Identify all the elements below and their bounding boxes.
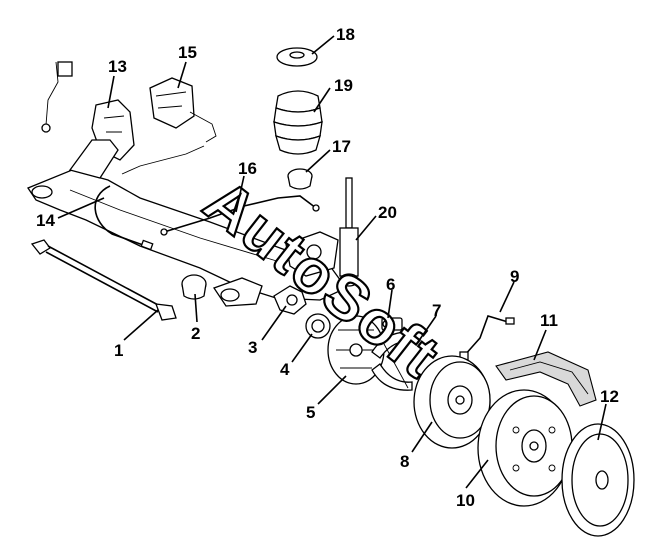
callout-5: 5 <box>306 403 315 422</box>
part-9-brake-hose <box>459 315 515 361</box>
callout-7: 7 <box>432 301 441 320</box>
part-20-shock-absorber <box>339 177 359 287</box>
callout-4: 4 <box>280 360 290 379</box>
callout-8: 8 <box>400 452 409 471</box>
part-8-brake-drum <box>413 355 491 449</box>
callout-12: 12 <box>600 387 619 406</box>
callout-15: 15 <box>178 43 197 62</box>
callout-labels: 1 2 3 4 5 6 7 8 9 10 11 12 13 14 15 16 1… <box>36 25 619 510</box>
callout-11: 11 <box>540 311 558 330</box>
part-4-bearing <box>305 313 331 339</box>
part-15-regulator <box>121 77 217 175</box>
callout-3: 3 <box>248 338 257 357</box>
callout-17: 17 <box>332 137 351 156</box>
part-2-bushing <box>181 274 207 300</box>
part-3-hub <box>273 285 307 315</box>
callout-9: 9 <box>510 267 519 286</box>
part-16-handbrake-cable <box>160 195 320 236</box>
callout-6: 6 <box>386 275 395 294</box>
part-19-dust-boot <box>273 90 323 155</box>
callout-13: 13 <box>108 57 127 76</box>
callout-10: 10 <box>456 491 475 510</box>
callout-1: 1 <box>114 341 123 360</box>
part-6-wheel-cylinder <box>381 317 403 331</box>
part-14-sensor-cable <box>94 185 154 251</box>
part-11-arch-liner <box>495 351 597 407</box>
part-12-hubcap <box>561 423 635 537</box>
leader-lines <box>57 35 607 489</box>
part-17-bumper <box>287 168 313 190</box>
callout-16: 16 <box>238 159 257 178</box>
part-10-wheel <box>477 389 573 507</box>
callout-18: 18 <box>336 25 355 44</box>
part-18-spring-seat <box>276 47 318 67</box>
part-1-link-rod <box>30 239 177 321</box>
rear-axle-beam <box>27 139 347 307</box>
callout-20: 20 <box>378 203 397 222</box>
callout-14: 14 <box>36 211 55 230</box>
callout-2: 2 <box>191 324 200 343</box>
callout-19: 19 <box>334 76 353 95</box>
part-7-brake-shoes <box>371 331 415 391</box>
